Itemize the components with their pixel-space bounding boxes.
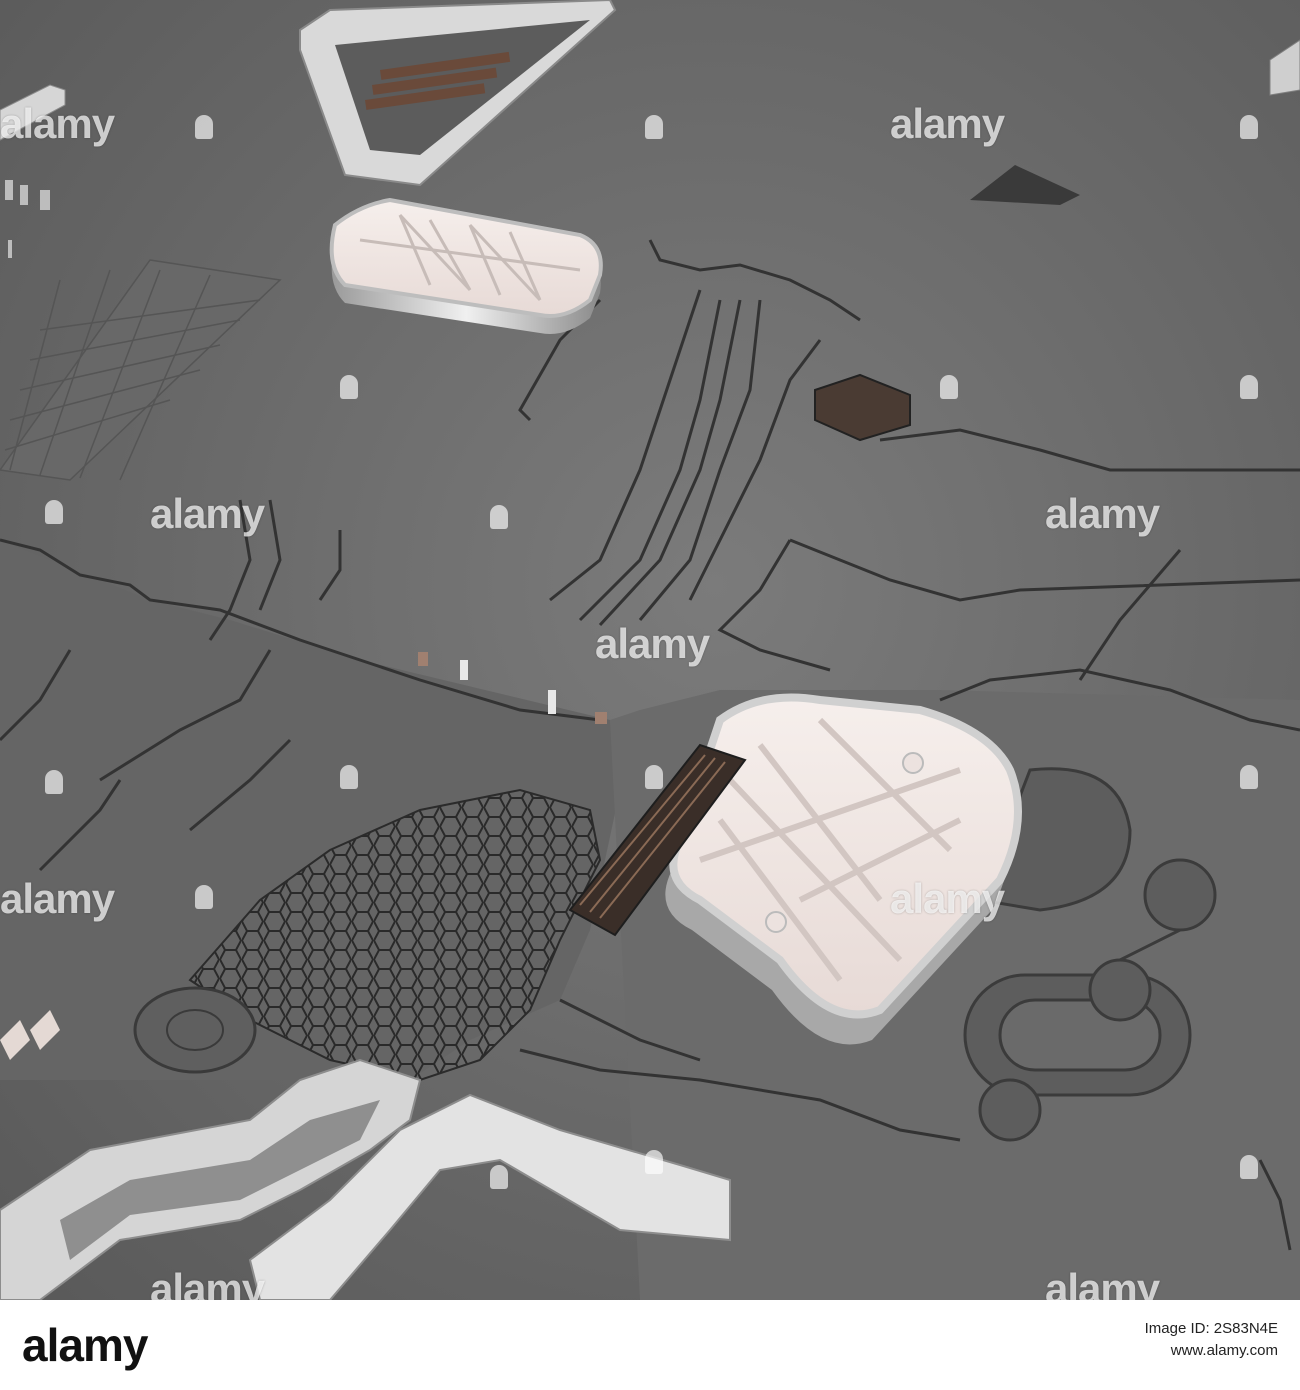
watermark-mark: [645, 1150, 663, 1174]
top-bracket: [299, 0, 617, 187]
watermark-mark: [940, 375, 958, 399]
small-shards: [0, 1010, 60, 1060]
watermark: alamy: [595, 620, 710, 667]
watermark-mark: [1240, 115, 1258, 139]
recessed-connector: [970, 165, 1080, 205]
circuit-traces: [0, 239, 1300, 1251]
footer-logo: alamy: [22, 1319, 148, 1371]
watermark-mark: [45, 500, 63, 524]
small-pins: [5, 180, 50, 258]
watermark-mark: [195, 115, 213, 139]
watermark: alamy: [150, 490, 265, 537]
watermark-mark: [645, 115, 663, 139]
image-id-label: Image ID: 2S83N4E: [1144, 1320, 1278, 1337]
oval-pads: [963, 767, 1217, 1142]
footer-info: Image ID: 2S83N4E www.alamy.com: [1145, 1318, 1278, 1362]
circuit-board-illustration: [0, 0, 1300, 1300]
bottom-rails: [0, 1058, 731, 1300]
watermark: alamy: [0, 100, 115, 147]
watermark-mark: [1240, 1155, 1258, 1179]
watermark: alamy: [1045, 1265, 1160, 1300]
watermark-mark: [340, 375, 358, 399]
watermark-mark: [490, 1165, 508, 1189]
watermark-mark: [340, 765, 358, 789]
metal-strip-left: [0, 84, 66, 141]
footer-bar: alamy Image ID: 2S83N4E www.alamy.com: [0, 1300, 1300, 1390]
small-panel: [329, 197, 603, 334]
watermark: alamy: [0, 875, 115, 922]
watermark: alamy: [1045, 490, 1160, 537]
small-connector: [814, 373, 911, 442]
watermark-mark: [1240, 765, 1258, 789]
watermark-mark: [1240, 375, 1258, 399]
watermark-mark: [490, 505, 508, 529]
round-pad: [133, 986, 257, 1074]
large-panel: [665, 693, 1022, 1045]
watermark: alamy: [890, 100, 1005, 147]
top-right-block: [1269, 39, 1300, 96]
watermark: alamy: [890, 875, 1005, 922]
circuit-board-render: alamy alamy alamy alamy alamy alamy alam…: [0, 0, 1300, 1300]
watermark-mark: [45, 770, 63, 794]
connector-block: [568, 743, 747, 937]
watermark-mark: [195, 885, 213, 909]
watermark-mark: [645, 765, 663, 789]
site-link[interactable]: www.alamy.com: [1170, 1342, 1278, 1359]
pins: [418, 652, 607, 724]
watermark: alamy: [150, 1265, 265, 1300]
ribbon-grid: [0, 259, 282, 481]
